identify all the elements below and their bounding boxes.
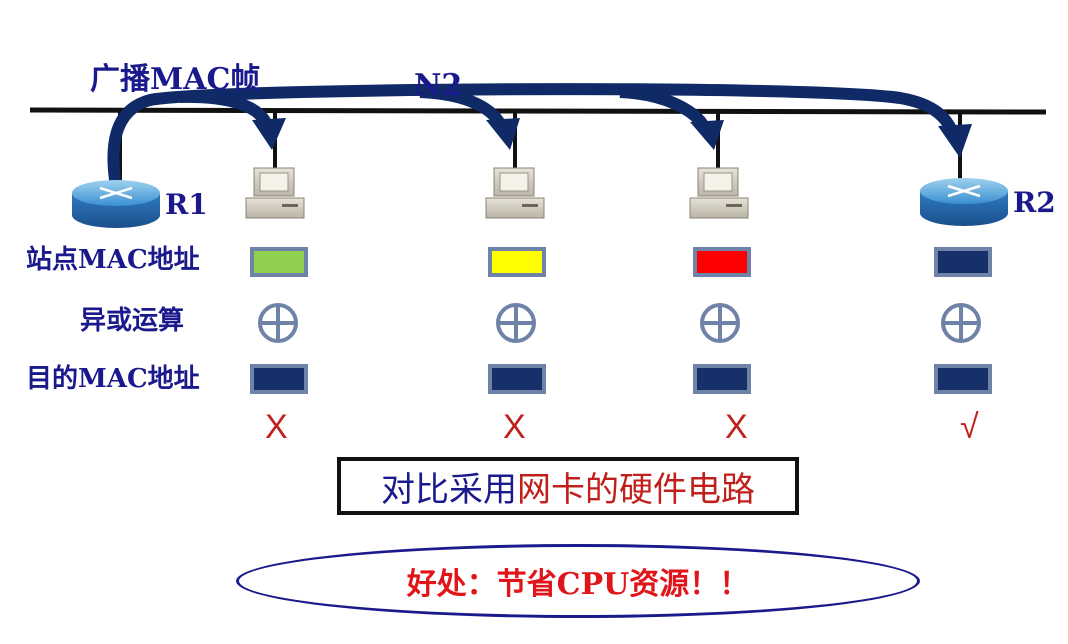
- result-mark-4: √: [960, 408, 979, 446]
- comparison-text-part2: 网卡的硬件电路: [517, 469, 755, 510]
- dest-mac-box-1: [250, 364, 308, 394]
- benefit-ellipse: 好处：节省CPU资源！！: [236, 544, 920, 618]
- station-mac-box-1: [250, 247, 308, 277]
- result-mark-2: X: [503, 408, 526, 446]
- arrowhead-r2: [938, 124, 972, 158]
- router-label-r2: R2: [1013, 186, 1056, 219]
- xor-icon-1: [258, 303, 298, 343]
- station-mac-box-2: [488, 247, 546, 277]
- row-label-dest-mac: 目的MAC地址: [26, 364, 200, 394]
- broadcast-arrow-main: [107, 83, 961, 187]
- station-mac-box-4: [934, 247, 992, 277]
- segment-label: N2: [414, 68, 463, 103]
- computer-icon-2: [485, 167, 545, 219]
- comparison-text-part1: 对比采用: [381, 469, 517, 510]
- arrowhead-pc1: [252, 118, 286, 150]
- router-label-r1: R1: [165, 188, 208, 221]
- dest-mac-box-2: [488, 364, 546, 394]
- bus-line: [29, 107, 1047, 115]
- arrowhead-pc2: [486, 118, 520, 150]
- comparison-box: 对比采用网卡的硬件电路: [337, 457, 799, 515]
- router-icon-r1: [72, 180, 160, 228]
- computer-icon-1: [245, 167, 305, 219]
- row-label-xor: 异或运算: [80, 306, 185, 336]
- broadcast-title: 广播MAC帧: [90, 62, 261, 97]
- dest-mac-box-3: [693, 364, 751, 394]
- arrowhead-pc3: [690, 120, 724, 150]
- xor-icon-2: [496, 303, 536, 343]
- result-mark-1: X: [265, 408, 288, 446]
- row-label-station-mac: 站点MAC地址: [26, 245, 200, 275]
- router-icon-r2: [920, 178, 1008, 226]
- computer-icon-3: [689, 167, 749, 219]
- dest-mac-box-4: [934, 364, 992, 394]
- station-mac-box-3: [693, 247, 751, 277]
- xor-icon-3: [700, 303, 740, 343]
- benefit-text: 好处：节省CPU资源！！: [406, 567, 750, 602]
- xor-icon-4: [941, 303, 981, 343]
- result-mark-3: X: [725, 408, 748, 446]
